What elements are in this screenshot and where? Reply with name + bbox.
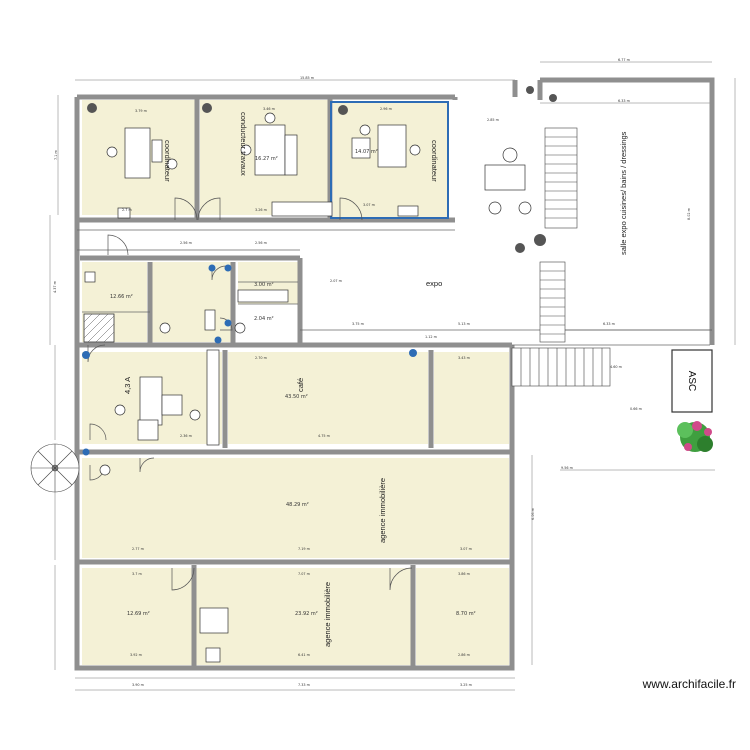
dim-label: 2.07 m <box>330 279 343 283</box>
dim-label: 2.70 m <box>255 356 268 360</box>
area-conducteur: 16.27 m² <box>255 156 278 162</box>
shower-hatch <box>83 313 115 343</box>
dim-label: 3.25 m <box>460 683 473 687</box>
dim-label: 4.37 m <box>53 280 57 293</box>
room-label-agence-2: agence immobilière <box>323 582 332 647</box>
dim-label: 3.90 m <box>132 683 145 687</box>
dim-label: 9.56 m <box>561 466 574 470</box>
dim-label: 3.26 m <box>255 208 268 212</box>
dim-label: 6.41 m <box>298 653 311 657</box>
dim-label: 2.56 m <box>180 241 193 245</box>
dim-label: 6.77 m <box>618 58 631 62</box>
dim-label: 2.56 m <box>255 241 268 245</box>
elevator-label: ASC <box>686 371 697 392</box>
dim-label: 7.19 m <box>298 547 311 551</box>
dim-label: 2.85 m <box>487 118 500 122</box>
area-cafe: 43.50 m² <box>285 394 308 400</box>
dim-label: 3.07 m <box>460 547 473 551</box>
tree <box>677 421 713 452</box>
dim-label: 2.7 m <box>122 208 132 212</box>
stairs-horizontal <box>511 347 611 387</box>
dim-label: 3.07 m <box>363 203 376 207</box>
dim-label: 6.06 m <box>531 507 535 520</box>
dim-label: 0.66 m <box>630 407 643 411</box>
dim-label: 2.36 m <box>180 434 193 438</box>
room-label-coordinateur-2: coordinateur <box>430 140 439 182</box>
room-label-coordinateur-1: coordinateur <box>163 140 172 182</box>
dim-label: 3.92 m <box>130 653 143 657</box>
room-label-expo: expo <box>426 279 442 288</box>
area-coord2: 14.07 m² <box>355 149 378 155</box>
dim-label: 15.85 m <box>300 76 315 80</box>
area-small2: 2.04 m² <box>254 316 274 322</box>
dim-label: 8.02 m <box>687 207 691 220</box>
room-label-conducteur-travaux: conducteur travaux <box>239 112 248 176</box>
area-b3: 8.70 m² <box>456 611 476 617</box>
area-agence1: 48.29 m² <box>286 502 309 508</box>
door-swings-blue <box>82 264 417 456</box>
dim-label: 3.46 m <box>263 107 276 111</box>
furniture <box>84 112 532 663</box>
stairs-vertical <box>539 127 578 343</box>
room-label-agence-1: agence immobilière <box>378 478 387 543</box>
room-label-salle-expo: salle expo cuisines/ bains / dressings <box>619 131 628 255</box>
walls <box>74 77 715 671</box>
dim-label: 7.33 m <box>298 683 311 687</box>
dim-label: 6.33 m <box>603 322 616 326</box>
dim-label: 4.60 m <box>610 365 623 369</box>
dim-label: 2.96 m <box>380 107 393 111</box>
dim-label: 1.12 m <box>425 335 438 339</box>
dimension-lines <box>49 61 736 691</box>
room-label-bureau-a: 4,3 A <box>123 377 132 394</box>
area-small1: 3.00 m² <box>254 282 274 288</box>
plants <box>87 86 557 253</box>
area-b1: 12.69 m² <box>127 611 150 617</box>
dim-label: 3.79 m <box>135 109 148 113</box>
area-b2: 23.92 m² <box>295 611 318 617</box>
dim-label: 7.07 m <box>298 572 311 576</box>
area-labels: 16.27 m² 14.07 m² 12.66 m² 3.00 m² 2.04 … <box>110 149 476 617</box>
dim-label: 7.1 m <box>54 150 58 160</box>
area-sanit: 12.66 m² <box>110 294 133 300</box>
dim-label: 3.43 m <box>458 356 471 360</box>
dim-label: 3.75 m <box>352 322 365 326</box>
spiral-staircase <box>30 443 80 493</box>
selected-room-outline <box>330 101 449 219</box>
dim-label: 4.75 m <box>318 434 331 438</box>
dimension-labels: 15.85 m 6.77 m 6.33 m 7.1 m 3.79 m 3.46 … <box>53 58 691 687</box>
room-labels: coordinateur conducteur travaux coordina… <box>123 112 628 647</box>
partition-lines <box>77 229 712 346</box>
doors <box>87 197 413 591</box>
room-label-cafe: café <box>296 378 305 392</box>
dim-label: 2.77 m <box>132 547 145 551</box>
dim-label: 5.13 m <box>458 322 471 326</box>
watermark: www.archifacile.fr <box>642 677 736 691</box>
dim-label: 3.7 m <box>132 572 142 576</box>
dim-label: 6.33 m <box>618 99 631 103</box>
elevator: ASC <box>671 349 713 413</box>
dim-label: 2.86 m <box>458 653 471 657</box>
dim-label: 3.86 m <box>458 572 471 576</box>
